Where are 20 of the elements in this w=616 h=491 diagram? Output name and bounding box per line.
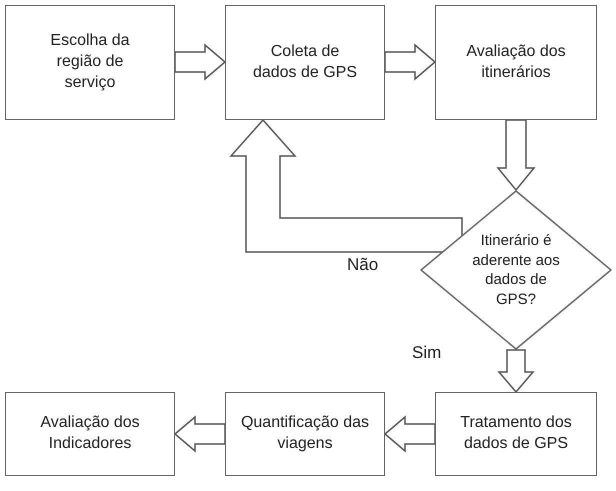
process-text: Avaliação dos Indicadores xyxy=(39,413,141,454)
process-box xyxy=(5,5,175,120)
process-box xyxy=(435,392,597,476)
decision-text: Itinerário é aderente aos dados de GPS? xyxy=(471,231,561,309)
process-text: Quantificação das viagens xyxy=(240,413,370,454)
block-arrow xyxy=(496,119,536,192)
process-box xyxy=(5,392,175,476)
process-box xyxy=(225,5,385,120)
process-text: Avaliação dos itinerários xyxy=(465,42,567,82)
block-arrow xyxy=(384,415,436,453)
process-text: Tratamento dos dados de GPS xyxy=(459,413,573,454)
process-box xyxy=(225,392,385,476)
process-text: Escolha da região de serviço xyxy=(49,31,131,93)
block-arrow xyxy=(229,118,463,253)
block-arrow xyxy=(384,43,436,81)
block-arrow xyxy=(174,415,226,453)
process-text: Coleta de dados de GPS xyxy=(252,42,358,82)
block-arrow xyxy=(497,349,535,394)
block-arrow xyxy=(174,43,226,81)
process-box xyxy=(435,5,597,120)
